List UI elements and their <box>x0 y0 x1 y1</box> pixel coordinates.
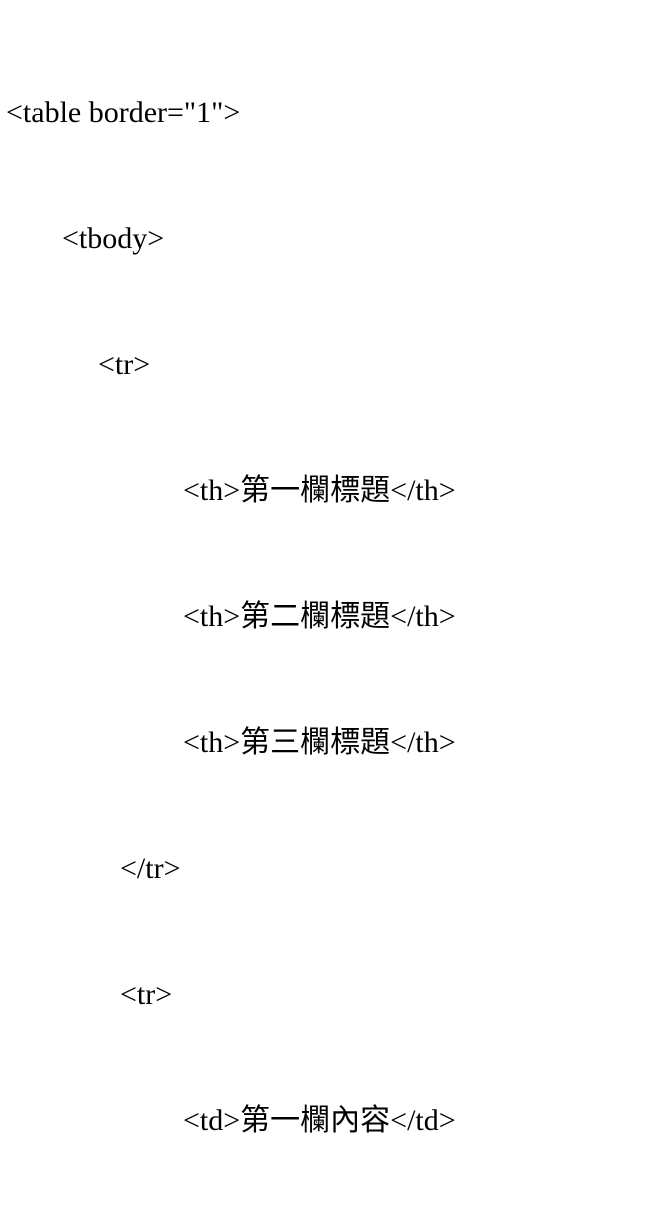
code-line-th-3: <th>第三欄標題</th> <box>183 726 456 759</box>
code-line-tr-open-2: <tr> <box>120 978 173 1011</box>
code-line-tr-close-1: </tr> <box>120 852 181 885</box>
code-line-tr-open-1: <tr> <box>98 348 151 381</box>
code-line-th-2: <th>第二欄標題</th> <box>183 600 456 633</box>
code-line-table-open: <table border="1"> <box>6 96 241 129</box>
code-line-th-1: <th>第一欄標題</th> <box>183 474 456 507</box>
code-line-td-1: <td>第一欄內容</td> <box>183 1104 456 1137</box>
code-block: <table border="1"> <tbody> <tr> <th>第一欄標… <box>6 96 456 1137</box>
code-line-tbody-open: <tbody> <box>62 222 165 255</box>
